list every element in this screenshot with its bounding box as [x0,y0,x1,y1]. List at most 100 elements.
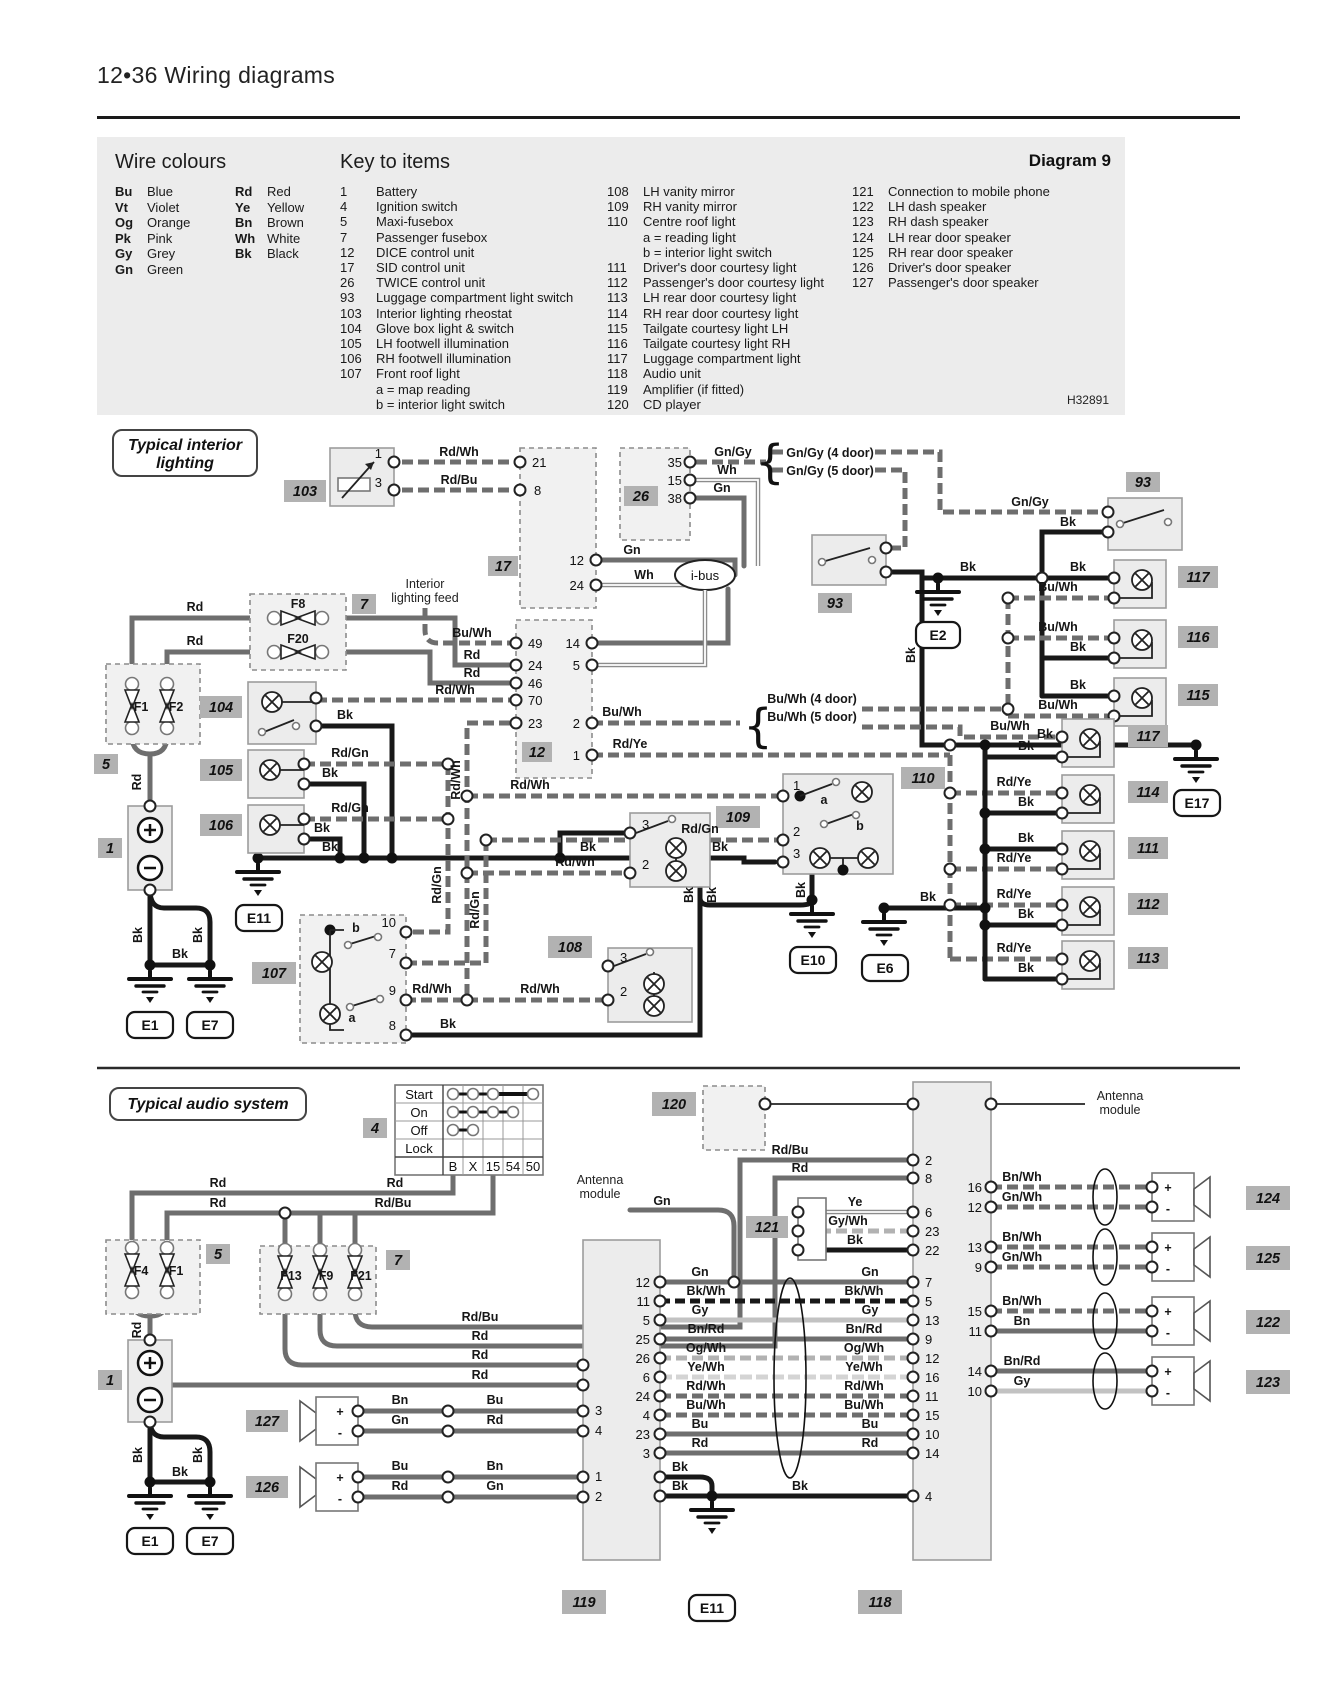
label-bk-vertical: Bk [705,887,719,903]
wire-colours-title: Wire colours [115,151,227,173]
label-bk: Bk [920,890,936,904]
component-93-switch-top: 93 [1101,472,1183,551]
svg-text:E17: E17 [1185,795,1210,811]
svg-text:109: 109 [726,810,750,826]
label-gnwh: Gn/Wh [1002,1250,1042,1264]
svg-text:Off: Off [410,1123,427,1138]
label-gn: Gn [861,1265,878,1279]
header-rule [97,116,1240,119]
svg-text:16: 16 [925,1370,939,1385]
key-item: b = interior light switch [643,244,772,260]
wire-bk-r10 [657,1474,715,1499]
label-bk: Bk [322,766,338,780]
label-bk-vertical: Bk [904,647,918,663]
svg-text:3: 3 [793,846,800,861]
svg-text:9: 9 [389,983,396,998]
svg-text:113: 113 [1136,951,1159,967]
label-antenna-module: module [1100,1103,1141,1117]
svg-text:3: 3 [620,950,627,965]
wire-rd-ign-15 [164,1172,496,1245]
label-bu: Bu [862,1417,879,1431]
svg-text:11: 11 [969,1324,983,1339]
svg-text:54: 54 [506,1159,520,1174]
svg-text:7: 7 [389,946,396,961]
label-rdye: Rd/Ye [997,941,1032,955]
component-103-rheostat: 1 3 103 [284,446,401,507]
brace-glyph: { [743,699,772,753]
label-buwh: Bu/Wh [990,719,1030,733]
component-113-lamp: 113 [1055,940,1168,990]
svg-text:E7: E7 [201,1017,218,1033]
component-105-footwell-lh: 105 [200,749,311,799]
svg-text:121: 121 [755,1220,779,1236]
label-bk: Bk [1037,727,1053,741]
svg-text:103: 103 [293,484,317,500]
label-gn: Gn [486,1479,503,1493]
svg-text:16: 16 [968,1180,982,1195]
ground-e2: E2 [914,572,962,650]
svg-text:F1: F1 [134,700,149,714]
svg-text:15: 15 [486,1159,500,1174]
svg-text:8: 8 [534,483,541,498]
label-bn: Bn [1014,1314,1031,1328]
svg-text:21: 21 [532,455,546,470]
label-bk: Bk [1018,831,1034,845]
svg-text:122: 122 [1256,1315,1280,1331]
label-rd: Rd [210,1176,227,1190]
ground-e7: E7 [185,959,235,1040]
label-gngy: Gn/Gy [1011,495,1049,509]
wire-gn-12p14 [593,586,731,646]
svg-text:E11: E11 [700,1600,724,1616]
ibus-node: i-bus [674,559,736,591]
svg-text:15: 15 [925,1408,939,1423]
svg-text:9: 9 [975,1260,982,1275]
label-rdwh: Rd/Wh [435,683,475,697]
label-rdgn-vertical: Rd/Gn [468,891,482,929]
loom-ellipse [773,1277,807,1479]
svg-text:B: B [449,1159,458,1174]
panel2-title: Typical audio system [109,1087,307,1121]
svg-text:2: 2 [793,824,800,839]
wire-bk-106 [301,836,343,861]
label-buwh: Bu/Wh [1038,620,1078,634]
label-antenna-module: Antenna [1097,1089,1144,1103]
svg-text:F20: F20 [287,632,309,646]
component-118-audio-unit: 2 8 6 23 22 7 5 13 9 12 16 11 15 10 14 4… [858,1081,998,1614]
page-title: 12•36 Wiring diagrams [97,62,336,88]
wire-bk-105 [301,781,367,861]
svg-text:124: 124 [1256,1191,1280,1207]
label-bn: Bn [487,1459,504,1473]
svg-text:112: 112 [1136,897,1159,913]
component-7-fusebox-audio: F13 F9 F21 7 [259,1242,410,1315]
component-107-front-roof-light: b a 10 7 9 8 107 [252,914,413,1044]
component-1-battery: 1 [98,799,173,897]
svg-text:110: 110 [911,771,934,787]
svg-text:111: 111 [1137,841,1159,857]
label-bk: Bk [440,1017,456,1031]
svg-text:4: 4 [370,1121,379,1137]
svg-text:22: 22 [925,1243,939,1258]
wire-rdgn-trunk-b [411,840,489,966]
key-item: a = map reading [376,381,471,397]
svg-text:50: 50 [526,1159,540,1174]
wire-bk-104 [313,723,395,861]
svg-text:Lock: Lock [405,1141,433,1156]
label-rdwh: Rd/Wh [510,778,550,792]
svg-text:-: - [1166,1202,1170,1216]
label-rd: Rd [692,1436,709,1450]
svg-text:15: 15 [968,1304,982,1319]
label-bnrd: Bn/Rd [846,1322,883,1336]
wire-bk-batt-right [147,1417,213,1485]
label-gn: Gn [713,481,730,495]
svg-text:24: 24 [570,578,584,593]
